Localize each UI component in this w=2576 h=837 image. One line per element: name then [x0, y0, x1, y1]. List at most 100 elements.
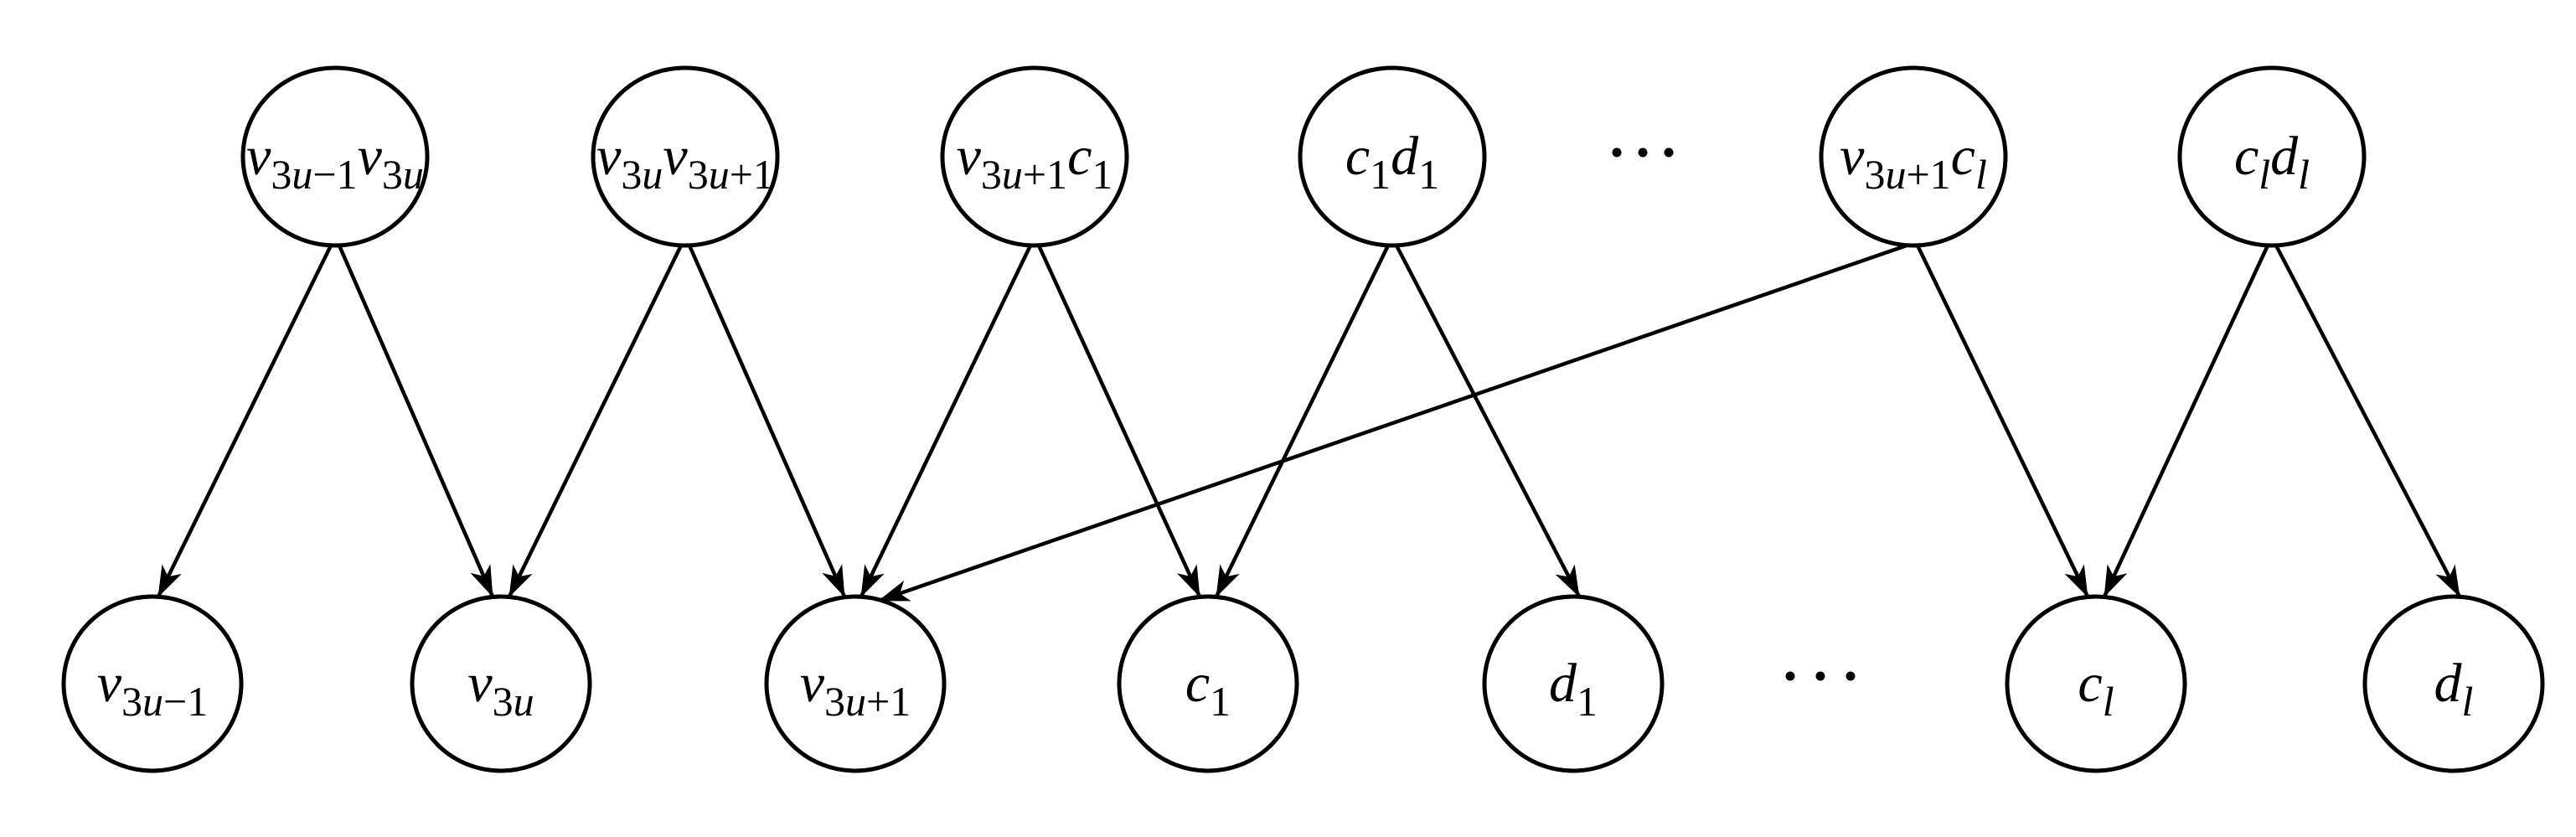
- node-circle: [1819, 65, 2008, 248]
- node-label: v3u−1v3u: [246, 126, 424, 198]
- edge-t1-b1: [156, 245, 333, 597]
- node-label: c1d1: [1345, 126, 1439, 198]
- label-base: d: [1549, 653, 1577, 714]
- label-base: c: [2078, 653, 2102, 714]
- label-subscript: u: [845, 678, 866, 725]
- label-subscript: −1: [163, 678, 208, 725]
- node-circle: [2177, 65, 2367, 248]
- ellipsis-dot: [1785, 671, 1795, 681]
- node-circle: [591, 65, 780, 248]
- label-subscript: u: [642, 151, 663, 198]
- label-subscript: 3: [981, 151, 1002, 198]
- label-base: d: [2434, 653, 2463, 714]
- node-label: c1: [1185, 653, 1231, 725]
- edge-t5-b6: [1915, 245, 2090, 597]
- edge-t6-b6: [2102, 245, 2270, 597]
- edge-t3-b3: [859, 245, 1033, 597]
- label-subscript: u: [1002, 151, 1023, 198]
- edge-t2-b3: [687, 245, 847, 597]
- edge-t3-b4: [1036, 245, 1202, 597]
- node-circle: [2362, 594, 2545, 773]
- label-subscript: 3: [493, 678, 514, 725]
- edge-t4-b5: [1395, 244, 1581, 598]
- label-subscript: l: [2462, 678, 2474, 725]
- label-base: v: [97, 653, 122, 714]
- node-circle: [240, 65, 430, 248]
- node-label: v3u+1c1: [957, 126, 1113, 198]
- label-base: c: [1951, 126, 1975, 187]
- label-subscript: 1: [1370, 151, 1391, 198]
- label-subscript: u: [709, 151, 730, 198]
- node-c1-d1: c1d1: [1298, 65, 1487, 248]
- node-label: cl: [2078, 653, 2114, 725]
- label-base: v: [1840, 126, 1865, 187]
- label-base: c: [1067, 126, 1092, 187]
- node-circle: [61, 594, 244, 773]
- label-base: v: [467, 653, 493, 714]
- label-subscript: 1: [1092, 151, 1112, 198]
- node-label: v3uv3u+1: [596, 126, 774, 198]
- node-v3u-v3u+1: v3uv3u+1: [591, 65, 780, 248]
- label-subscript: +1: [866, 678, 911, 725]
- label-subscript: +1: [1906, 151, 1950, 198]
- label-base: d: [1391, 126, 1419, 187]
- label-subscript: 3: [1864, 151, 1885, 198]
- node-label: d1: [1549, 653, 1598, 725]
- label-subscript: 3: [271, 151, 292, 198]
- edges-layer: [156, 243, 2461, 603]
- label-subscript: u: [403, 151, 424, 198]
- ellipsis-bottom: [1785, 671, 1856, 681]
- node-v3u: v3u: [410, 594, 592, 773]
- label-base: d: [2270, 126, 2299, 187]
- label-subscript: 1: [1210, 678, 1231, 725]
- node-circle: [410, 594, 592, 773]
- ellipsis-dot: [1638, 147, 1648, 158]
- label-base: v: [663, 126, 688, 187]
- label-subscript: 3: [121, 678, 142, 725]
- node-v3u+1-c1: v3u+1c1: [940, 65, 1129, 248]
- edge-t6-b7: [2274, 244, 2461, 598]
- node-dl: dl: [2362, 594, 2545, 773]
- edge-t4-b4: [1214, 245, 1391, 597]
- node-circle: [764, 594, 947, 773]
- label-subscript: 1: [1577, 678, 1598, 725]
- label-base: v: [246, 126, 271, 187]
- label-subscript: l: [1975, 151, 1987, 198]
- label-subscript: +1: [1023, 151, 1067, 198]
- label-subscript: 3: [688, 151, 709, 198]
- label-subscript: +1: [730, 151, 774, 198]
- edge-t5-b3: [878, 243, 1907, 603]
- node-label: v3u: [467, 653, 534, 725]
- node-label: v3u+1: [800, 653, 911, 725]
- ellipsis-top: [1612, 147, 1674, 158]
- node-circle: [1298, 65, 1487, 248]
- label-subscript: 3: [382, 151, 403, 198]
- label-subscript: u: [292, 151, 312, 198]
- label-base: v: [596, 126, 622, 187]
- label-subscript: 3: [824, 678, 845, 725]
- label-base: c: [2234, 126, 2259, 187]
- label-base: v: [358, 126, 383, 187]
- label-base: c: [1185, 653, 1210, 714]
- label-subscript: u: [1885, 151, 1906, 198]
- node-v3u-1-v3u: v3u−1v3u: [240, 65, 430, 248]
- label-subscript: −1: [312, 151, 357, 198]
- edge-t1-b2: [337, 245, 495, 597]
- node-label: dl: [2434, 653, 2474, 725]
- node-label: v3u+1cl: [1840, 126, 1987, 198]
- node-circle: [1482, 594, 1665, 773]
- ellipsis-dot: [1664, 147, 1674, 158]
- node-d1: d1: [1482, 594, 1665, 773]
- node-cl: cl: [2005, 594, 2187, 773]
- ellipsis-dot: [1846, 671, 1856, 681]
- label-subscript: u: [514, 678, 534, 725]
- edge-t2-b2: [507, 245, 684, 597]
- label-base: v: [800, 653, 825, 714]
- node-circle: [940, 65, 1129, 248]
- node-label: cldl: [2234, 126, 2310, 198]
- node-circle: [2005, 594, 2187, 773]
- ellipsis-dot: [1815, 671, 1825, 681]
- node-cl-dl: cldl: [2177, 65, 2367, 248]
